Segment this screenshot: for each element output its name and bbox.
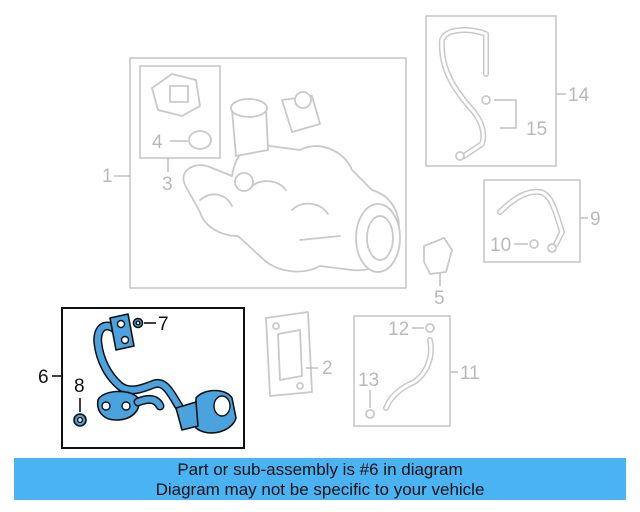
banjo-hole bbox=[101, 401, 111, 411]
callout-15: 15 bbox=[526, 119, 547, 140]
oil-line-box bbox=[425, 15, 557, 167]
pipe-part-inner bbox=[384, 338, 433, 410]
flange-bolt-hole bbox=[120, 335, 130, 345]
callout-10: 10 bbox=[490, 235, 511, 256]
oil-line-group bbox=[425, 15, 566, 167]
leader-15 bbox=[494, 99, 517, 129]
callout-5: 5 bbox=[434, 288, 445, 309]
hose-washer bbox=[529, 239, 539, 249]
sensor-connector bbox=[169, 85, 189, 103]
callout-8: 8 bbox=[74, 376, 85, 397]
seal-ring bbox=[188, 130, 212, 150]
banner-line-1: Part or sub-assembly is #6 in diagram bbox=[177, 460, 463, 479]
callout-14: 14 bbox=[568, 85, 590, 106]
callout-2: 2 bbox=[322, 358, 333, 379]
part-7-washer-hole bbox=[135, 320, 141, 326]
oil-line-pipe-inner bbox=[440, 28, 488, 158]
callout-4: 4 bbox=[152, 132, 163, 153]
turbo-detail-lines bbox=[199, 180, 341, 241]
turbo-outlet-inner bbox=[366, 215, 394, 261]
part-5-group bbox=[423, 237, 453, 286]
oil-line-pipe bbox=[438, 27, 489, 159]
banjo-hole bbox=[121, 401, 131, 411]
turbocharger-group bbox=[114, 57, 407, 289]
hose-end-washer bbox=[547, 243, 557, 253]
highlighted-banjo-fitting bbox=[96, 390, 140, 421]
callout-1: 1 bbox=[102, 166, 113, 187]
bracket-part bbox=[423, 237, 453, 275]
info-banner: Part or sub-assembly is #6 in diagram Di… bbox=[14, 458, 626, 500]
part-8-washer-hole bbox=[76, 416, 84, 424]
pipe-box bbox=[353, 315, 451, 427]
highlighted-pipe-branch bbox=[135, 396, 163, 409]
turbo-port bbox=[234, 172, 254, 192]
pipe-group bbox=[353, 315, 458, 427]
pipe-washer bbox=[425, 323, 435, 333]
flange-bolt-hole bbox=[116, 319, 126, 329]
callout-12: 12 bbox=[388, 319, 409, 340]
callout-3: 3 bbox=[162, 174, 173, 195]
gasket-hole bbox=[296, 382, 304, 390]
hose-box bbox=[483, 179, 581, 263]
gasket-hole bbox=[272, 322, 280, 330]
highlighted-top-flange bbox=[109, 313, 135, 351]
callout-11: 11 bbox=[460, 363, 480, 384]
callout-6: 6 bbox=[38, 367, 49, 388]
gasket-opening bbox=[277, 329, 303, 381]
hose-pipe-inner bbox=[498, 190, 564, 246]
connector-opening bbox=[213, 395, 231, 417]
highlight-box bbox=[61, 307, 245, 449]
hose-group bbox=[483, 179, 588, 263]
callout-9: 9 bbox=[590, 209, 601, 230]
oil-line-washer bbox=[481, 95, 491, 105]
turbo-actuator-cap bbox=[294, 91, 312, 109]
highlighted-clamp bbox=[175, 401, 199, 431]
callout-13: 13 bbox=[358, 370, 379, 391]
turbo-inlet-flange bbox=[230, 98, 268, 118]
oil-line-end-washer bbox=[455, 151, 465, 161]
banner-line-2: Diagram may not be specific to your vehi… bbox=[155, 480, 485, 499]
turbocharger-box bbox=[129, 57, 407, 289]
highlighted-part-6-group bbox=[52, 307, 245, 449]
pipe-end-washer bbox=[365, 409, 375, 419]
gasket-group bbox=[265, 311, 318, 397]
callout-7: 7 bbox=[158, 314, 169, 335]
sensor-box bbox=[139, 65, 221, 159]
